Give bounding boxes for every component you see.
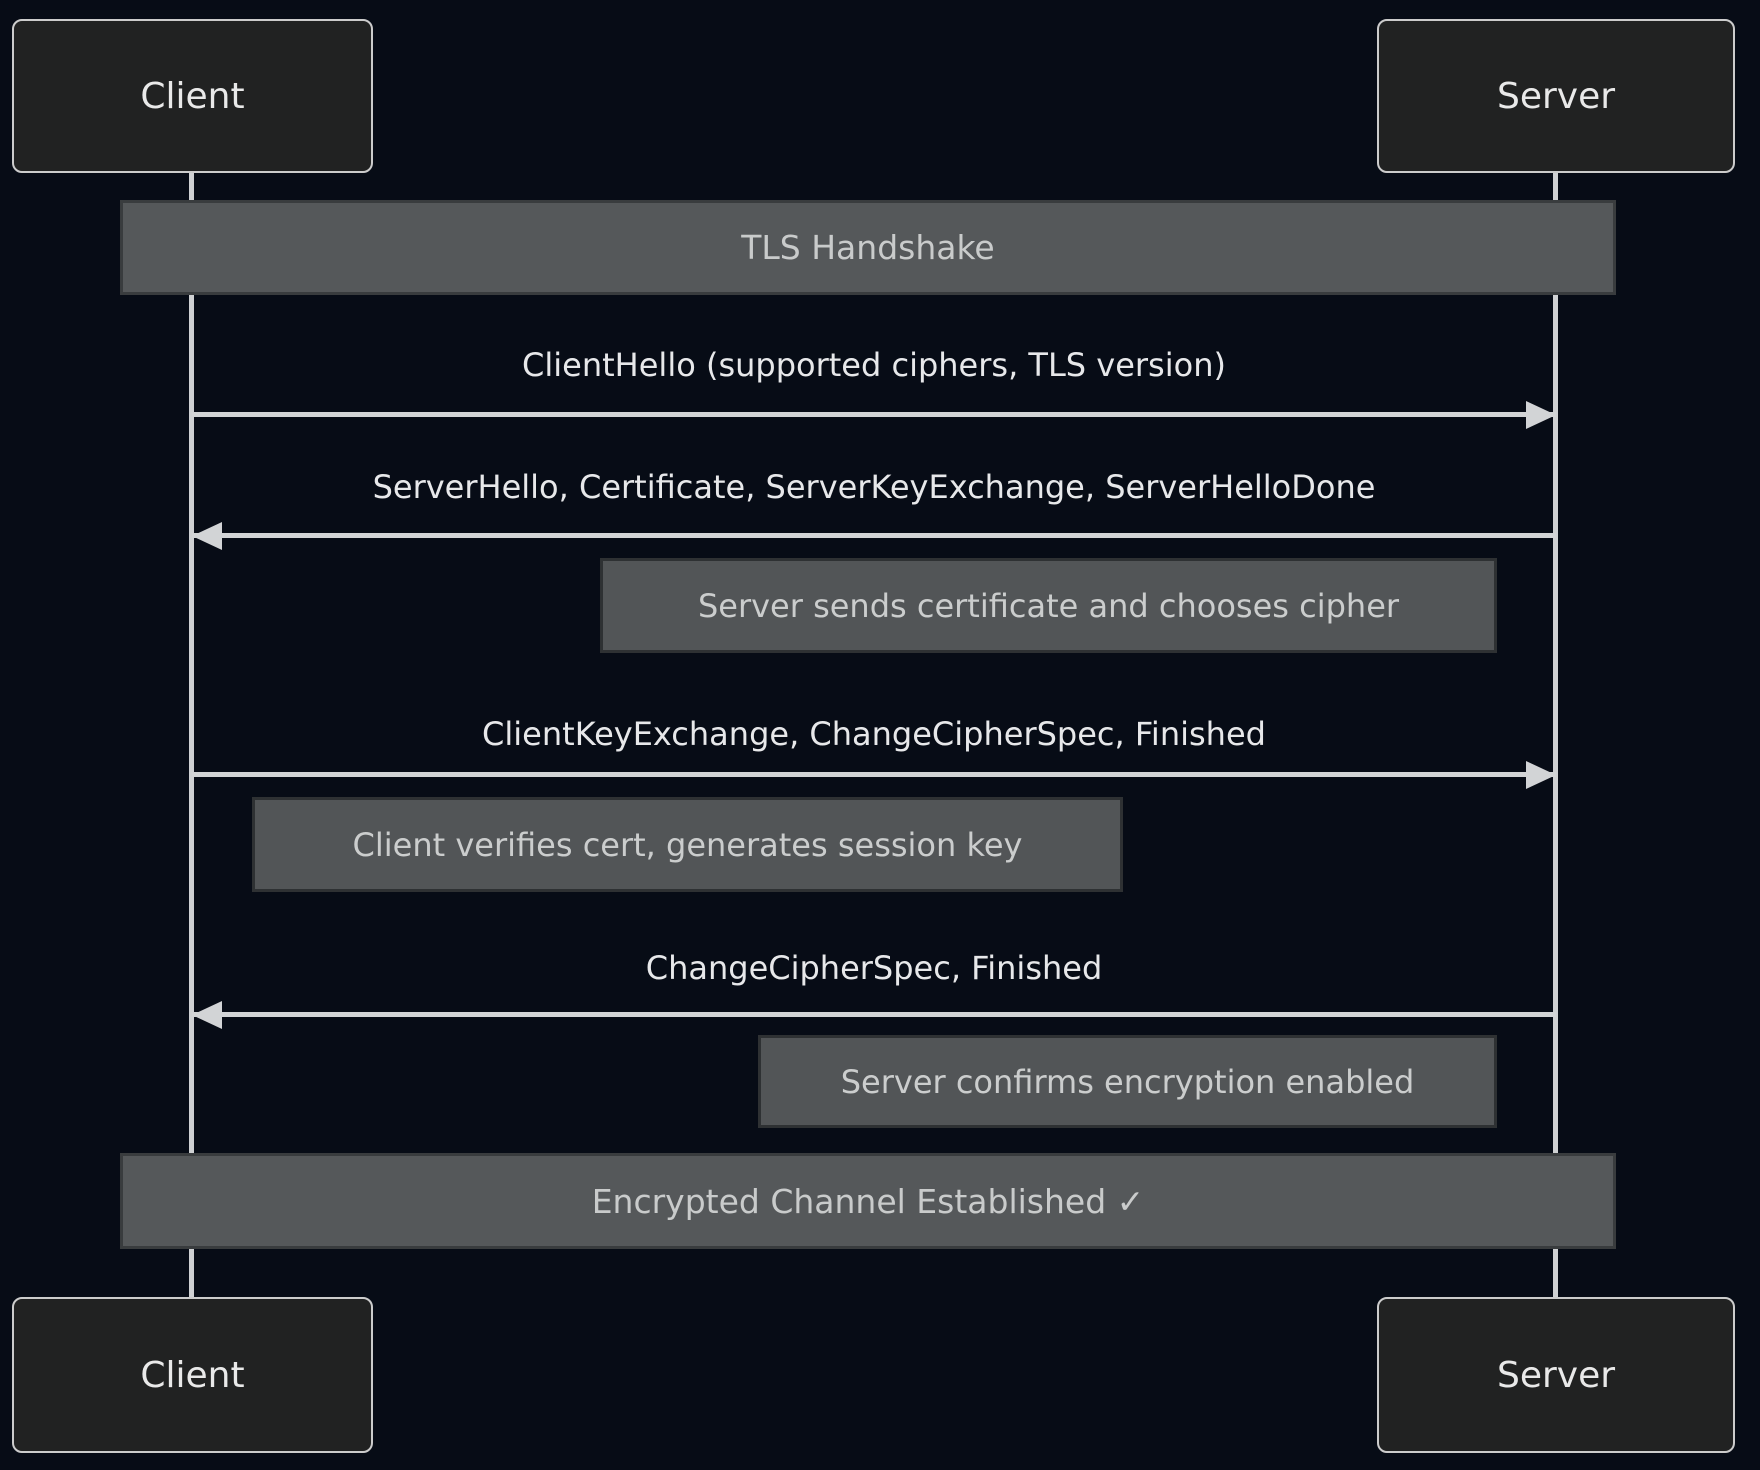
arrowhead-right-icon bbox=[1526, 400, 1556, 429]
message-arrow-right bbox=[192, 760, 1556, 789]
arrowhead-left-icon bbox=[192, 1000, 222, 1029]
message-label-clientkeyexchange: ClientKeyExchange, ChangeCipherSpec, Fin… bbox=[482, 715, 1266, 753]
message-label-serverhello: ServerHello, Certificate, ServerKeyExcha… bbox=[372, 468, 1376, 506]
message-label-changecipherspec: ChangeCipherSpec, Finished bbox=[645, 949, 1103, 987]
message-arrow-left bbox=[192, 521, 1556, 550]
arrowhead-left-icon bbox=[192, 521, 222, 550]
server-lifeline bbox=[1553, 173, 1558, 1297]
message-arrow-left bbox=[192, 1000, 1556, 1029]
client-lifeline bbox=[189, 173, 194, 1297]
tls-handshake-banner: TLS Handshake bbox=[120, 200, 1616, 295]
arrowhead-right-icon bbox=[1526, 760, 1556, 789]
message-label-clienthello: ClientHello (supported ciphers, TLS vers… bbox=[522, 346, 1226, 384]
actor-server-bottom: Server bbox=[1377, 1297, 1735, 1453]
encrypted-channel-banner: Encrypted Channel Established ✓ bbox=[120, 1153, 1616, 1249]
note-server-sends-certificate: Server sends certificate and chooses cip… bbox=[600, 558, 1497, 653]
actor-server-top: Server bbox=[1377, 19, 1735, 173]
note-client-verifies-cert: Client verifies cert, generates session … bbox=[252, 797, 1123, 892]
message-arrow-right bbox=[192, 400, 1556, 429]
actor-client-top: Client bbox=[12, 19, 373, 173]
note-server-confirms-encryption: Server confirms encryption enabled bbox=[758, 1035, 1497, 1128]
actor-client-bottom: Client bbox=[12, 1297, 373, 1453]
